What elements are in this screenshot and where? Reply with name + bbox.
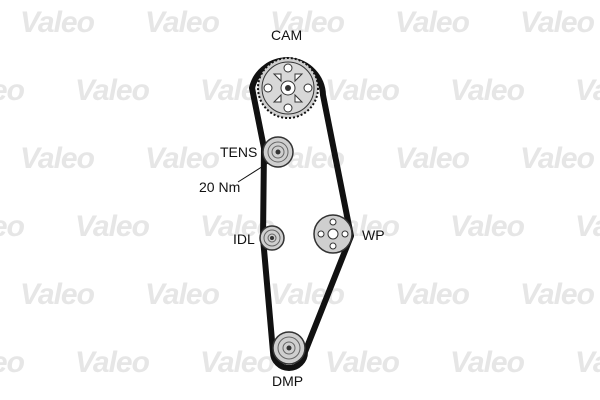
watermark-text: Valeo xyxy=(0,346,25,379)
watermark-text: Valeo xyxy=(575,210,600,243)
idler-pulley xyxy=(259,225,285,251)
watermark-text: Valeo xyxy=(450,74,525,107)
watermark-text: Valeo xyxy=(75,74,150,107)
watermark-text: Valeo xyxy=(20,142,95,175)
watermark-text: Valeo xyxy=(520,278,595,311)
watermark-text: Valeo xyxy=(0,74,25,107)
watermark-text: Valeo xyxy=(145,142,220,175)
watermark-text: Valeo xyxy=(20,6,95,39)
label-torque: 20 Nm xyxy=(199,179,240,195)
label-cam: CAM xyxy=(271,27,302,43)
watermark-text: Valeo xyxy=(75,210,150,243)
watermark-text: Valeo xyxy=(450,210,525,243)
watermark-text: Valeo xyxy=(395,278,470,311)
label-tens: TENS xyxy=(220,144,257,160)
watermark-text: Valeo xyxy=(200,346,275,379)
watermark-text: Valeo xyxy=(325,74,400,107)
torque-leader-line xyxy=(237,162,269,183)
watermark-text: Valeo xyxy=(145,6,220,39)
watermark-text: Valeo xyxy=(270,6,345,39)
watermark-text: Valeo xyxy=(520,142,595,175)
watermark-text: Valeo xyxy=(395,142,470,175)
cam-pulley xyxy=(257,57,319,119)
water-pump-pulley xyxy=(313,214,353,254)
watermark-layer: ValeoValeoValeoValeoValeoValeoValeoValeo… xyxy=(0,6,600,379)
watermark-text: Valeo xyxy=(395,6,470,39)
watermark-text: Valeo xyxy=(75,346,150,379)
watermark-text: Valeo xyxy=(0,210,25,243)
watermark-text: Valeo xyxy=(145,278,220,311)
label-dmp: DMP xyxy=(272,373,303,389)
watermark-text: Valeo xyxy=(20,278,95,311)
watermark-text: Valeo xyxy=(575,346,600,379)
watermark-text: Valeo xyxy=(325,346,400,379)
watermark-text: Valeo xyxy=(575,74,600,107)
label-idl: IDL xyxy=(233,231,255,247)
tensioner-pulley xyxy=(262,136,294,168)
watermark-text: Valeo xyxy=(520,6,595,39)
crankshaft-pulley xyxy=(272,331,306,365)
watermark-text: Valeo xyxy=(450,346,525,379)
label-wp: WP xyxy=(362,227,385,243)
